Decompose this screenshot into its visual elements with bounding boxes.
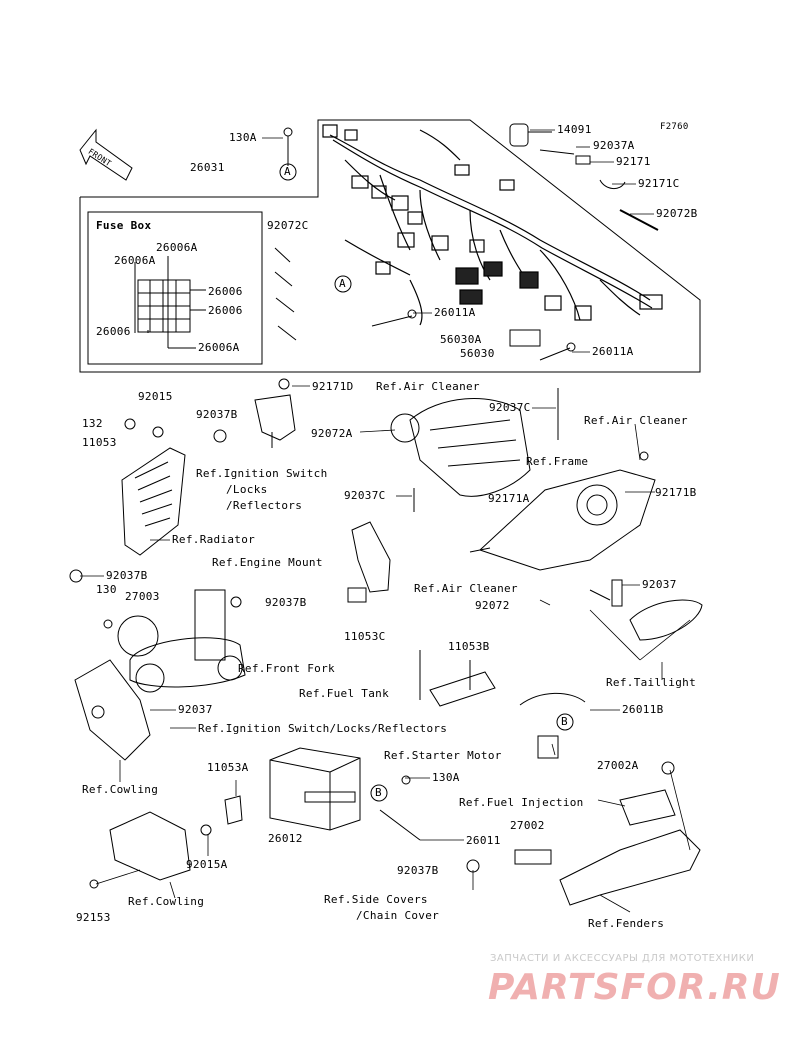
part-number: 130 <box>96 583 117 596</box>
part-number: 92037C <box>344 489 386 502</box>
frame-drawing <box>469 451 656 571</box>
callout-label: B <box>561 715 568 728</box>
reference-label: Ref.Cowling <box>82 783 159 796</box>
reference-label: Ref.Starter Motor <box>384 749 502 762</box>
reference-label: Ref.Engine Mount <box>212 556 323 569</box>
callout-circles <box>279 163 574 802</box>
part-number: 92072B <box>656 207 698 220</box>
part-number: 11053B <box>448 640 490 653</box>
reference-label: Ref.Fuel Tank <box>299 687 389 700</box>
part-number: 56030A <box>440 333 482 346</box>
part-number: 92015A <box>186 858 228 871</box>
figure-code: F2760 <box>660 122 689 132</box>
callout-label: A <box>284 165 291 178</box>
part-number: 92037 <box>178 703 213 716</box>
part-number: 27002 <box>510 819 545 832</box>
part-number: 27002A <box>597 759 639 772</box>
reference-label: Ref.Radiator <box>172 533 256 546</box>
part-number: 130A <box>432 771 460 784</box>
part-number: 92171D <box>312 380 354 393</box>
part-number: 92037B <box>397 864 439 877</box>
fuse-label: 26006 <box>96 325 131 338</box>
ignition-bracket-drawing <box>213 378 296 448</box>
callout-label: A <box>339 277 346 290</box>
reference-label: Ref.Frame <box>526 455 589 468</box>
part-number: 27003 <box>125 590 160 603</box>
fuse-box-title: Fuse Box <box>96 219 152 232</box>
reference-label: Ref.Front Fork <box>238 662 335 675</box>
part-number: 92171C <box>638 177 680 190</box>
taillight-drawing <box>589 579 703 641</box>
fuel-tank-bracket-drawing <box>419 650 496 707</box>
triple-clamp-drawing <box>69 569 246 693</box>
front-arrow-icon <box>79 128 133 181</box>
harness-hardware <box>274 123 659 361</box>
part-number: 132 <box>82 417 103 430</box>
part-number: 92037A <box>593 139 635 152</box>
part-number: 92153 <box>76 911 111 924</box>
radiator-shroud-drawing <box>121 418 186 556</box>
reference-label: /Chain Cover <box>356 909 440 922</box>
part-number: 92072 <box>475 599 510 612</box>
reference-label: Ref.Fenders <box>588 917 665 930</box>
part-number: 92171A <box>488 492 530 505</box>
watermark-tagline: ЗАПЧАСТИ И АКСЕССУАРЫ ДЛЯ МОТОТЕХНИКИ <box>490 953 755 964</box>
reference-label: Ref.Ignition Switch <box>196 467 328 480</box>
reference-label: Ref.Ignition Switch/Locks/Reflectors <box>198 722 448 735</box>
part-number: 92171B <box>655 486 697 499</box>
watermark-logo: PARTSFOR.RU <box>488 967 781 1008</box>
wire-harness-drawing <box>322 124 663 326</box>
air-cleaner-drawing <box>390 388 559 512</box>
fender-drawing <box>466 761 701 906</box>
reference-label: Ref.Air Cleaner <box>376 380 480 393</box>
part-number: 130A <box>229 131 257 144</box>
part-number: 11053C <box>344 630 386 643</box>
fuse-box-frame <box>87 211 263 365</box>
part-number: 11053A <box>207 761 249 774</box>
fuse-label: 26006A <box>114 254 156 267</box>
part-number: 92037C <box>489 401 531 414</box>
part-number: 92072C <box>267 219 309 232</box>
cowling-lower-drawing <box>89 795 243 889</box>
engine-mount-drawing <box>347 521 391 603</box>
part-number: 26011 <box>466 834 501 847</box>
part-number: 92171 <box>616 155 651 168</box>
part-number: 92037 <box>642 578 677 591</box>
part-number: 26011A <box>592 345 634 358</box>
part-number: 26012 <box>268 832 303 845</box>
reference-label: Ref.Cowling <box>128 895 205 908</box>
starter-bracket-drawing <box>519 692 586 759</box>
fuse-label: 26006A <box>198 341 240 354</box>
reference-label: Ref.Fuel Injection <box>459 796 584 809</box>
reference-label: Ref.Air Cleaner <box>584 414 688 427</box>
fuse-label: 26006A <box>156 241 198 254</box>
reference-label: Ref.Side Covers <box>324 893 428 906</box>
harness-box-outline <box>79 119 701 373</box>
reference-label: /Locks <box>226 483 268 496</box>
fuse-label: 26006 <box>208 304 243 317</box>
reference-label: /Reflectors <box>226 499 303 512</box>
part-number: 26011B <box>622 703 664 716</box>
reference-label: Ref.Air Cleaner <box>414 582 518 595</box>
part-number: 92037B <box>265 596 307 609</box>
fuse-label: 26006 <box>208 285 243 298</box>
part-number: 26031 <box>190 161 225 174</box>
part-number: 14091 <box>557 123 592 136</box>
part-number: 92072A <box>311 427 353 440</box>
part-number: 92037B <box>196 408 238 421</box>
part-number: 92015 <box>138 390 173 403</box>
part-number: 26011A <box>434 306 476 319</box>
reference-label: Ref.Taillight <box>606 676 696 689</box>
cowling-upper-drawing <box>74 659 151 761</box>
callout-label: B <box>375 786 382 799</box>
battery-drawing <box>269 747 421 841</box>
leader-lines <box>80 129 691 913</box>
part-number: 11053 <box>82 436 117 449</box>
part-number: 56030 <box>460 347 495 360</box>
part-number: 92037B <box>106 569 148 582</box>
